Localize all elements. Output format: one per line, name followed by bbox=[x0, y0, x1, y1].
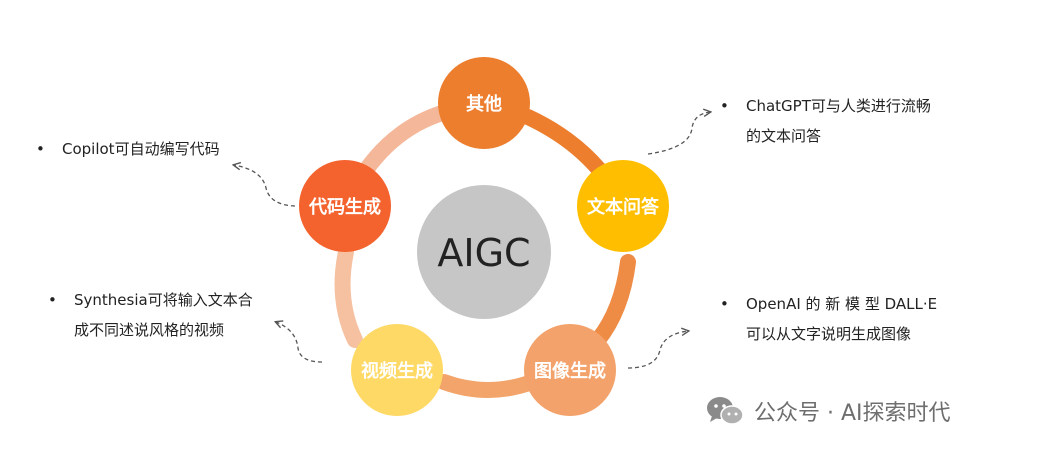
bullet-icon: • bbox=[720, 295, 729, 313]
connector-arrow-text-qa bbox=[647, 112, 710, 155]
annotation-chatgpt: • ChatGPT可与人类进行流畅 的文本问答 bbox=[720, 91, 931, 151]
ring-segment-top-left bbox=[358, 105, 450, 178]
connector-arrow-image-gen bbox=[627, 331, 688, 369]
bullet-icon: • bbox=[36, 140, 45, 158]
annotation-line: OpenAI 的 新 模 型 DALL·E bbox=[746, 295, 938, 313]
annotation-line: Synthesia可将输入文本合 bbox=[74, 291, 253, 309]
center-circle bbox=[417, 185, 551, 319]
annotation-line: 成不同述说风格的视频 bbox=[74, 321, 225, 339]
watermark-text: 公众号 · AI探索时代 bbox=[754, 401, 951, 426]
connector-arrow-video-gen bbox=[276, 322, 323, 363]
svg-text:代码生成: 代码生成 bbox=[308, 196, 381, 218]
connector-arrow-code-gen bbox=[234, 165, 296, 207]
annotation-copilot: • Copilot可自动编写代码 bbox=[36, 134, 220, 164]
watermark: 公众号 · AI探索时代 bbox=[706, 393, 951, 429]
annotation-synthesia: • Synthesia可将输入文本合 成不同述说风格的视频 bbox=[48, 285, 253, 345]
node-other: 其他 bbox=[438, 57, 530, 149]
bullet-icon: • bbox=[720, 97, 729, 115]
wechat-icon bbox=[707, 397, 744, 425]
node-code-gen: 代码生成 bbox=[299, 160, 391, 252]
annotation-line: 可以从文字说明生成图像 bbox=[746, 325, 912, 343]
center-label: AIGC bbox=[437, 231, 530, 275]
annotation-openai: • OpenAI 的 新 模 型 DALL·E 可以从文字说明生成图像 bbox=[720, 289, 938, 349]
svg-text:视频生成: 视频生成 bbox=[361, 360, 433, 382]
svg-text:文本问答: 文本问答 bbox=[587, 196, 660, 218]
svg-text:其他: 其他 bbox=[466, 93, 502, 115]
bullet-icon: • bbox=[48, 291, 57, 309]
ring-segment-right bbox=[590, 254, 636, 348]
node-text-qa: 文本问答 bbox=[577, 160, 669, 252]
node-video-gen: 视频生成 bbox=[351, 324, 443, 416]
annotation-line: ChatGPT可与人类进行流畅 bbox=[746, 97, 931, 115]
node-image-gen: 图像生成 bbox=[524, 324, 616, 416]
ring-segment-bottom bbox=[436, 374, 540, 398]
ring-segment-left bbox=[334, 244, 363, 348]
annotation-line: 的文本问答 bbox=[746, 127, 822, 145]
svg-text:图像生成: 图像生成 bbox=[534, 360, 606, 382]
annotation-line: Copilot可自动编写代码 bbox=[62, 140, 220, 158]
